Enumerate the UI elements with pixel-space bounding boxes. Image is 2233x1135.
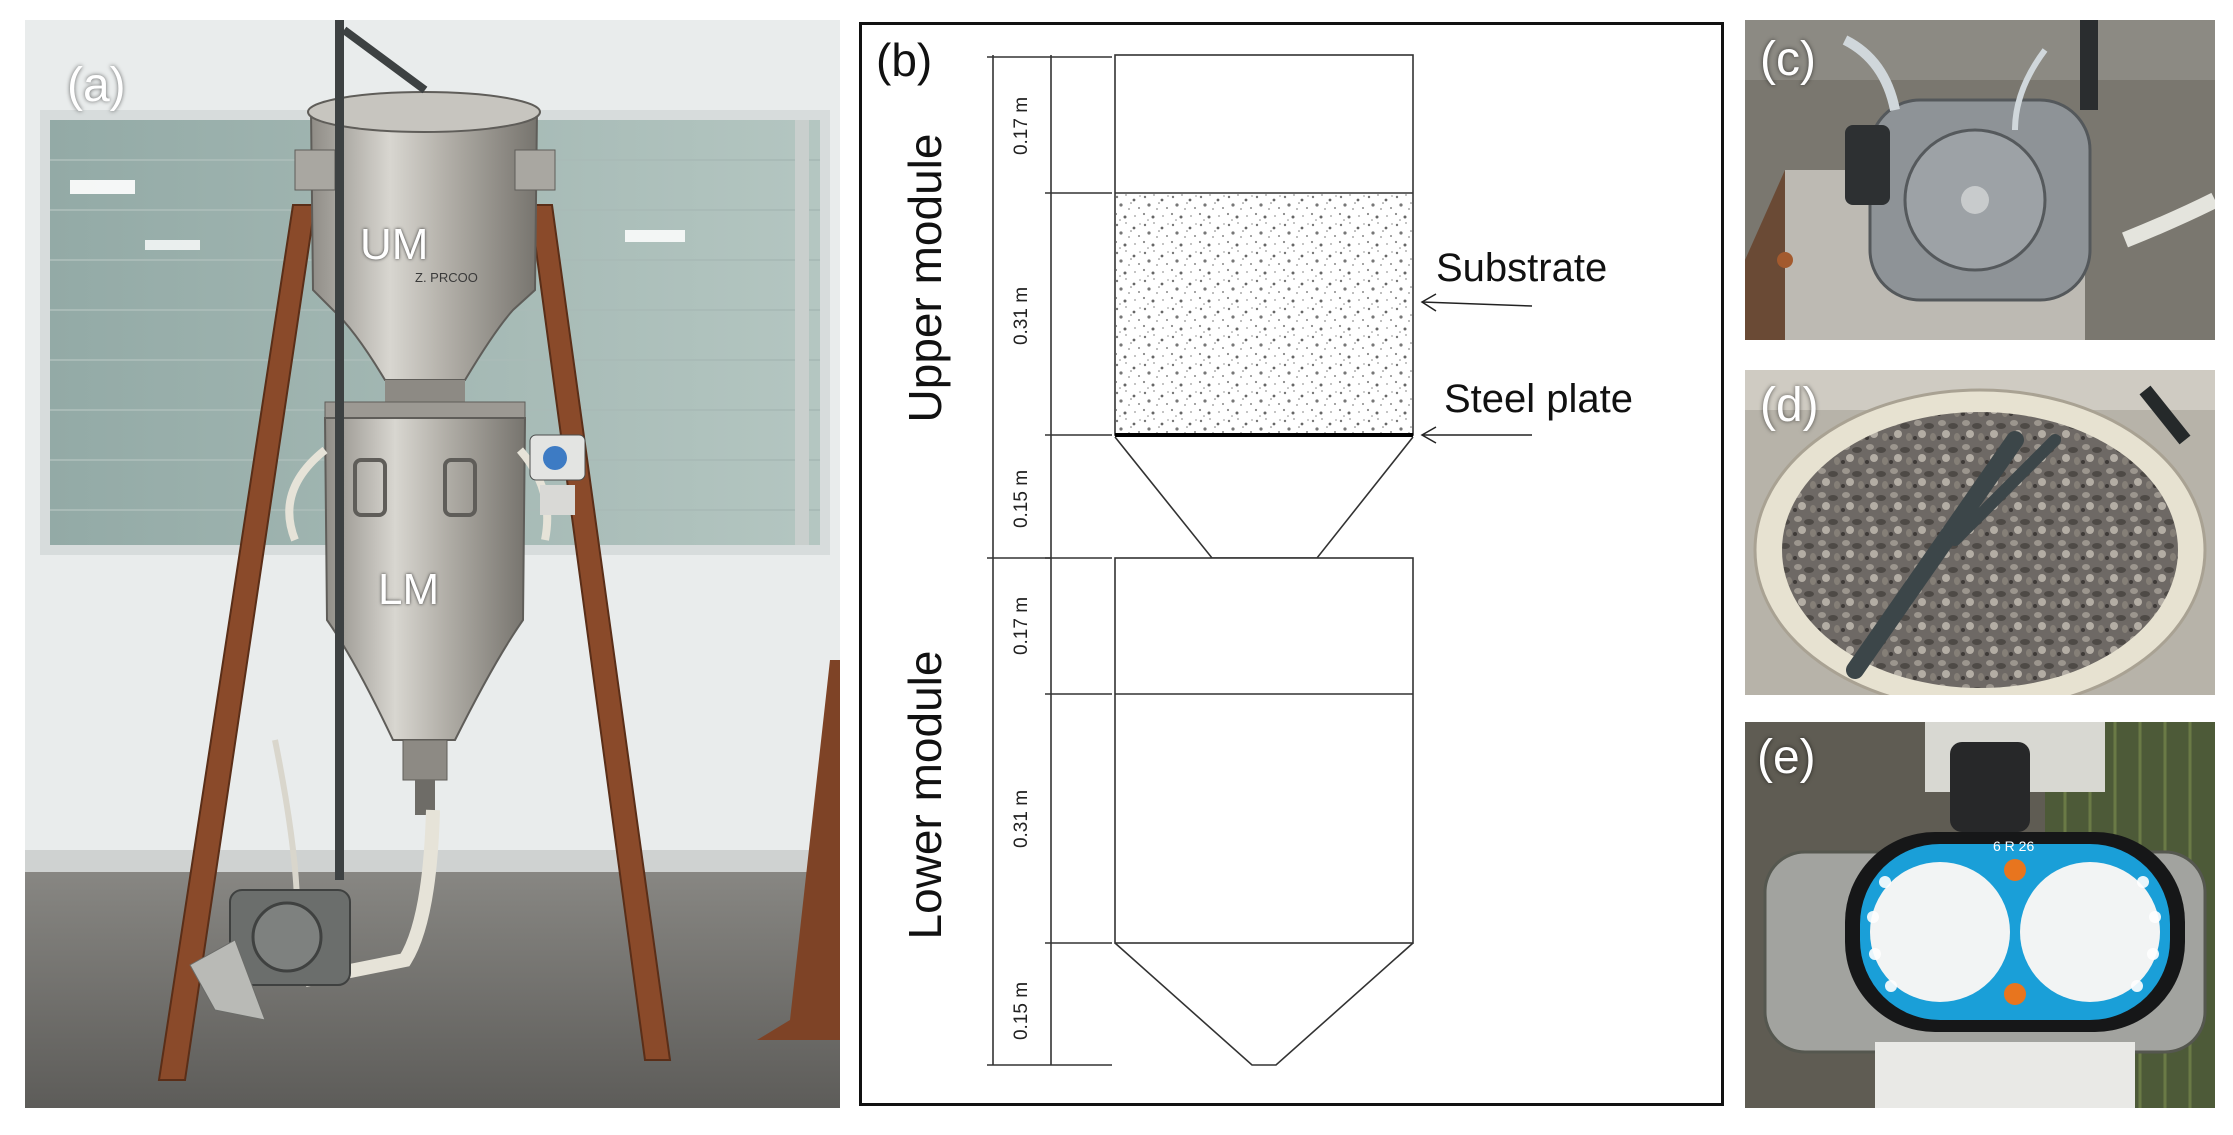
dim-label-upper-top: 0.17 m [1011, 96, 1032, 156]
dim-label-lower-top: 0.17 m [1011, 596, 1032, 656]
panel-b-schematic: (b) Upper module Lower module 0.17 m 0.3… [859, 22, 1724, 1106]
reactor-schematic [987, 54, 1533, 1066]
dim-label-lower-cone: 0.15 m [1011, 981, 1032, 1041]
panel-c-photo: (c) [1745, 20, 2215, 340]
dim-label-upper-substrate: 0.31 m [1011, 286, 1032, 346]
panel-b-label: (b) [876, 34, 933, 86]
upper-cone [1114, 436, 1414, 559]
panel-d-label: (d) [1760, 379, 1819, 432]
lower-cone [1114, 942, 1414, 1066]
pump-photo [1745, 20, 2215, 340]
panel-c-label: (c) [1760, 33, 1816, 86]
lower-module-label-text: Lower module [899, 650, 951, 940]
substrate-callout: Substrate [1436, 246, 1608, 290]
timer-photo [1745, 722, 2215, 1108]
dim-label-lower-middle: 0.31 m [1011, 789, 1032, 849]
dim-label-upper-cone: 0.15 m [1011, 469, 1032, 529]
panel-a-label: (a) [67, 59, 126, 112]
timer-print: 6 R 26 [1993, 838, 2035, 854]
upper-module-label-text: Upper module [899, 133, 951, 423]
reactor-photo [25, 20, 840, 1108]
tank-print: Z. PRCOO [415, 270, 478, 285]
substrate-photo [1745, 370, 2215, 695]
panel-a-photo: (a) UM Z. PRCOO LM [25, 20, 840, 1108]
lower-module-tag: LM [378, 565, 440, 614]
lower-module-body [1114, 557, 1414, 944]
panel-e-photo: (e) 6 R 26 [1745, 722, 2215, 1108]
upper-module-tag: UM [360, 220, 429, 269]
steel-plate-callout: Steel plate [1444, 377, 1634, 421]
substrate-fill [1116, 194, 1412, 434]
panel-e-label: (e) [1757, 731, 1816, 784]
panel-d-photo: (d) [1745, 370, 2215, 695]
